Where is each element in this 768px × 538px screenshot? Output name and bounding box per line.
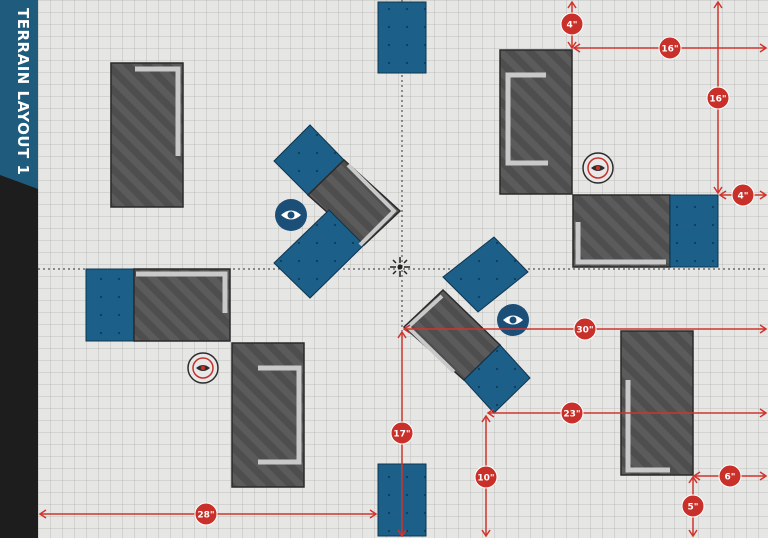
measurement-badge-m16-horiz: 16" <box>658 36 682 60</box>
eye-icon <box>275 199 307 231</box>
measurement-badges: 4" 16" 16" 4" 30" 23" 17" 10" 6" 5" 28" <box>194 12 755 526</box>
measurement-badge-m6: 6" <box>718 464 742 488</box>
measurement-badge-m4-top: 4" <box>560 12 584 36</box>
title-tab-notch <box>0 175 38 189</box>
measurement-badge-m30: 30" <box>573 317 597 341</box>
blue-terrain-top-center <box>377 1 427 74</box>
measurement-badge-m10: 10" <box>474 465 498 489</box>
measurement-label: 4" <box>738 192 749 202</box>
measurement-label: 4" <box>567 21 578 31</box>
ruin-bottom-left <box>231 342 305 488</box>
layout-title: TERRAIN LAYOUT 1 <box>14 8 32 176</box>
measurement-badge-m17: 17" <box>390 421 414 445</box>
measurement-label: 17" <box>393 430 410 440</box>
measurement-label: 6" <box>725 473 736 483</box>
ruin-top-left <box>110 62 184 208</box>
measurement-label: 28" <box>197 511 214 521</box>
measurement-badge-m23: 23" <box>560 401 584 425</box>
terrain-board: 4" 16" 16" 4" 30" 23" 17" 10" 6" 5" 28" <box>38 0 768 538</box>
crosshair-icon <box>390 257 410 277</box>
measurement-label: 23" <box>563 410 580 420</box>
ruin-right-with-blue <box>572 194 719 268</box>
ruin-center-upper-l <box>273 124 402 299</box>
measurement-badge-m28: 28" <box>194 502 218 526</box>
eye-icon <box>497 304 529 336</box>
target-eye-icon <box>187 352 219 384</box>
measurement-badge-m16-vert: 16" <box>706 86 730 110</box>
measurement-label: 10" <box>477 474 494 484</box>
measurement-label: 16" <box>661 45 678 55</box>
layout-title-tab: TERRAIN LAYOUT 1 <box>0 0 38 175</box>
measurement-badge-m5: 5" <box>681 494 705 518</box>
ruin-top-right <box>499 49 573 195</box>
target-eye-icon <box>582 152 614 184</box>
ruin-left-with-blue <box>85 268 231 342</box>
measurement-label: 5" <box>688 503 699 513</box>
ruin-center-lower-l <box>402 236 531 414</box>
ruin-bottom-right <box>620 330 694 476</box>
measurement-label: 30" <box>576 326 593 336</box>
measurement-label: 16" <box>709 95 726 105</box>
measurement-badge-m4-right: 4" <box>731 183 755 207</box>
